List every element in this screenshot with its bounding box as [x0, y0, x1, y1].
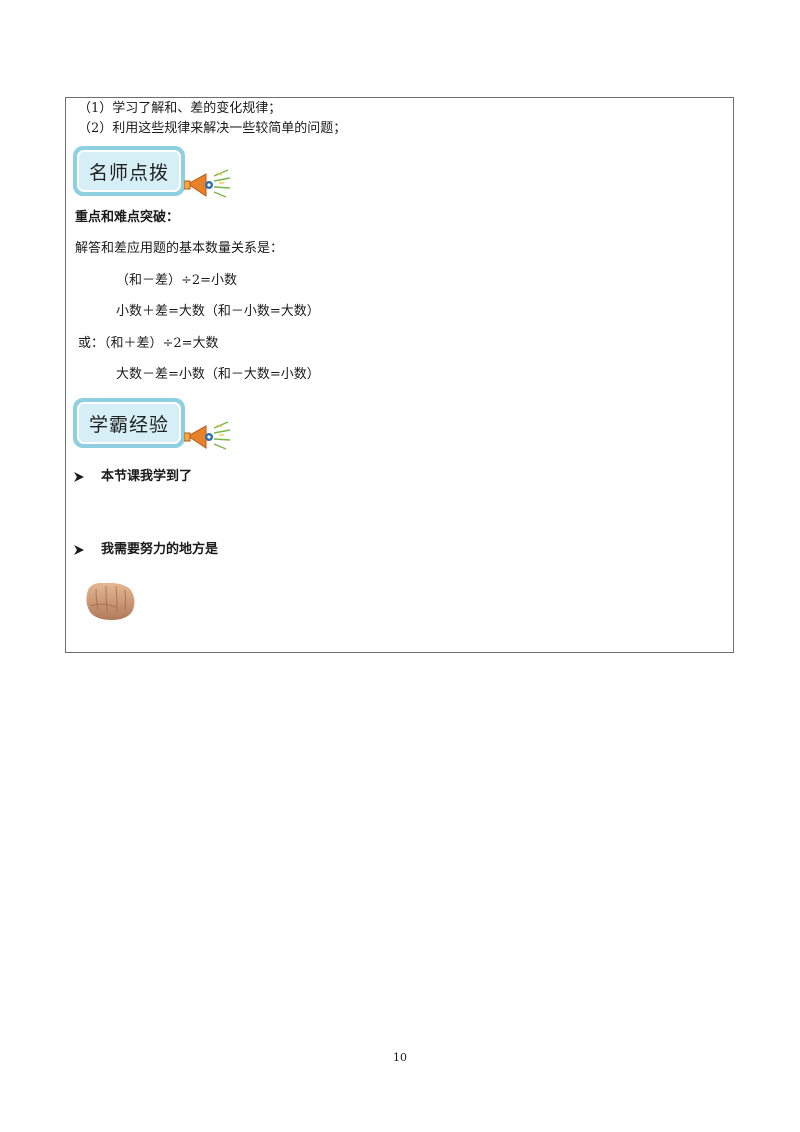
bullet-learned: 本节课我学到了 — [101, 469, 193, 484]
formula-small-from-large: 大数－差=小数（和－大数=小数） — [116, 367, 320, 382]
page-number: 10 — [393, 1051, 407, 1064]
intro-line-2: （2）利用这些规律来解决一些较简单的问题； — [78, 121, 347, 136]
fist-icon — [86, 582, 135, 620]
content-frame — [65, 97, 734, 653]
key-points-heading: 重点和难点突破： — [75, 210, 180, 225]
section-badge-label: 学霸经验 — [77, 402, 181, 444]
megaphone-icon — [184, 421, 231, 450]
formula-large-from-small: 小数＋差=大数（和－小数=大数） — [116, 304, 320, 319]
section-badge-top-student: 学霸经验 — [73, 398, 185, 448]
formula-small-number: （和－差）÷2=小数 — [116, 273, 238, 288]
section-badge-label: 名师点拨 — [77, 150, 181, 192]
arrowhead-bullet-icon — [74, 472, 84, 482]
arrowhead-bullet-icon — [74, 545, 84, 555]
megaphone-icon — [184, 169, 231, 198]
bullet-improve: 我需要努力的地方是 — [101, 542, 219, 557]
section-badge-teacher-tips: 名师点拨 — [73, 146, 185, 196]
intro-line-1: （1）学习了解和、差的变化规律； — [78, 101, 282, 116]
relation-intro: 解答和差应用题的基本数量关系是： — [75, 241, 284, 256]
formula-large-number: 或：（和＋差）÷2=大数 — [78, 336, 219, 351]
